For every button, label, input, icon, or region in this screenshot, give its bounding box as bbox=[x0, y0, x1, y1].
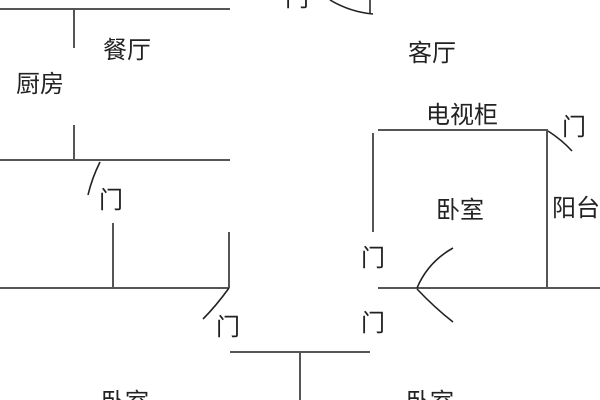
door-swing bbox=[416, 247, 454, 289]
door-swing bbox=[329, 0, 374, 15]
room-label-dining: 餐厅 bbox=[103, 36, 151, 64]
door-label: 门 bbox=[361, 244, 385, 272]
room-label-balcony: 阳台 bbox=[552, 194, 600, 222]
door-swing bbox=[87, 161, 101, 196]
door-label: 门 bbox=[216, 313, 240, 341]
door-label: 门 bbox=[99, 186, 123, 214]
door-label: 门 bbox=[285, 0, 309, 10]
room-label-bedroom: 卧室 bbox=[406, 390, 454, 400]
door-label: 门 bbox=[361, 309, 385, 337]
room-label-kitchen: 厨房 bbox=[16, 70, 64, 98]
door-label: 门 bbox=[562, 113, 586, 141]
room-label-living: 客厅 bbox=[408, 39, 456, 67]
room-label-bedroom: 卧室 bbox=[436, 196, 484, 224]
door-swing bbox=[547, 130, 573, 152]
door-swing bbox=[202, 287, 230, 320]
door-swing bbox=[416, 288, 454, 323]
label-tv-cabinet: 电视柜 bbox=[426, 101, 498, 129]
room-label-bedroom: 卧室 bbox=[101, 390, 149, 400]
